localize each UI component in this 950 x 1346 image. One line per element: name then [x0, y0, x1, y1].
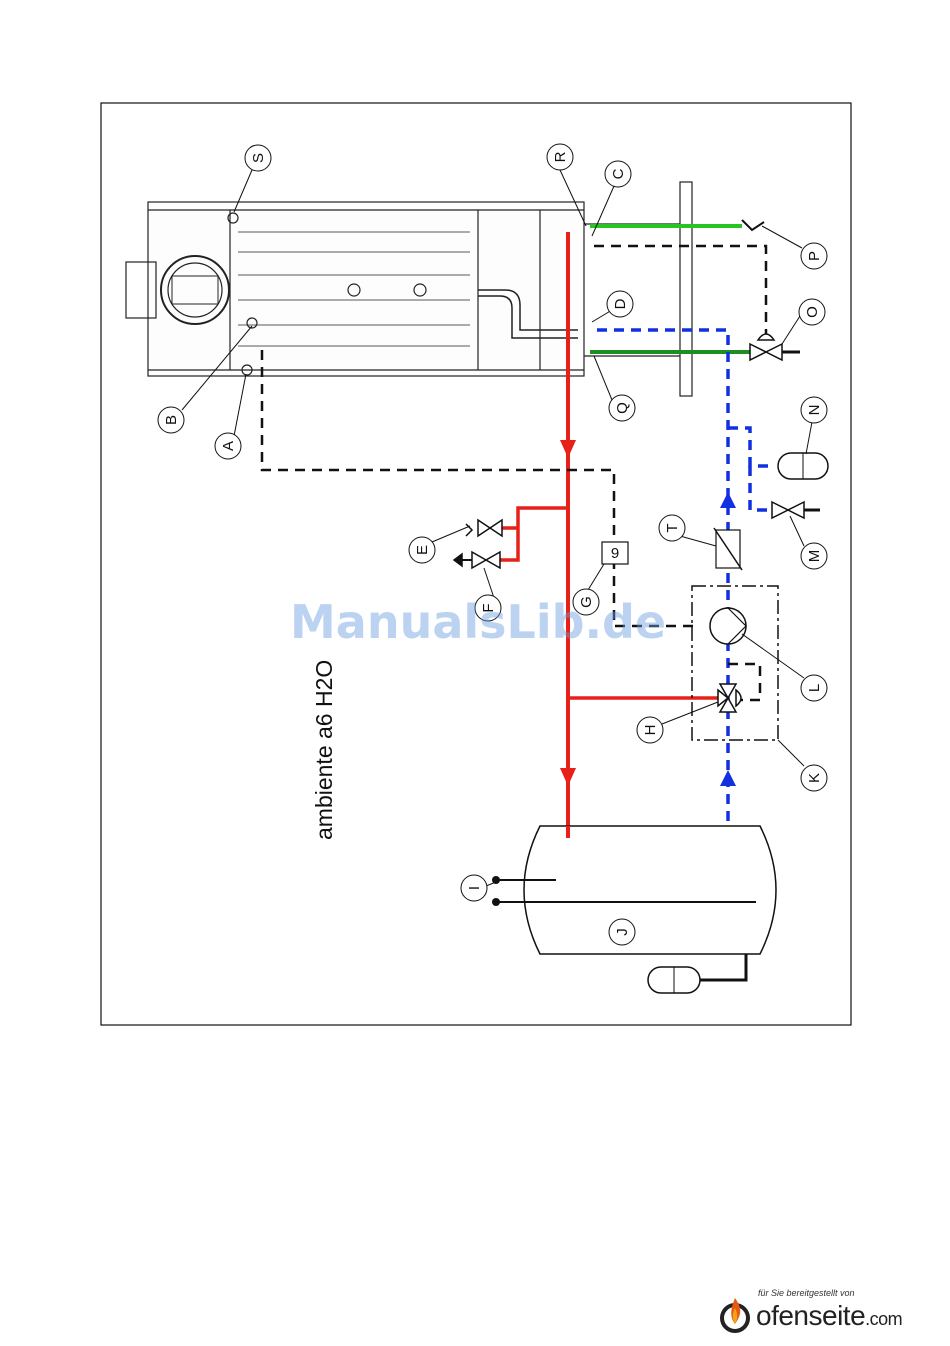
callout-k-label: K — [806, 773, 823, 783]
footer-brand-name: ofenseite.com — [756, 1300, 902, 1332]
storage-tank-j — [524, 826, 776, 954]
drain-p — [742, 220, 764, 230]
footer-brand-text: ofenseite — [756, 1300, 865, 1331]
callout-i: I — [461, 875, 487, 901]
callout-b-label: B — [163, 415, 180, 425]
footer-brand-block: für Sie bereitgestellt von ofenseite.com — [716, 1286, 944, 1334]
callout-r-label: R — [552, 151, 569, 162]
callout-k: K — [801, 765, 827, 791]
callout-j: J — [609, 919, 635, 945]
callout-p-label: P — [806, 251, 823, 261]
callout-h-label: H — [642, 725, 659, 736]
diagram-title: ambiente a6 H2O — [311, 660, 337, 840]
stove-body — [126, 182, 692, 396]
sensor-g-value: 9 — [611, 545, 619, 562]
footer-brand-domain: .com — [865, 1309, 902, 1329]
callout-m-label: M — [806, 550, 823, 563]
callout-b: B — [158, 407, 184, 433]
callout-o: O — [799, 299, 825, 325]
callout-s-label: S — [250, 153, 267, 163]
callout-c: C — [605, 161, 631, 187]
callout-h: H — [637, 717, 663, 743]
callout-n-label: N — [806, 405, 823, 416]
callout-m: M — [801, 543, 827, 569]
callout-q-label: Q — [614, 402, 631, 414]
valve-m — [772, 502, 820, 518]
callout-r: R — [547, 144, 573, 170]
callout-d-label: D — [612, 298, 629, 309]
callout-p: P — [801, 243, 827, 269]
callout-t-label: T — [664, 523, 681, 532]
flame-logo-icon — [718, 1294, 752, 1334]
safety-valve-e — [466, 520, 502, 536]
footer-tagline: für Sie bereitgestellt von — [758, 1288, 855, 1298]
callout-t: T — [659, 515, 685, 541]
callout-a: A — [215, 433, 241, 459]
callout-e: E — [409, 537, 435, 563]
callout-j-label: J — [614, 928, 631, 936]
callout-c-label: C — [610, 168, 627, 179]
watermark: ManualsLib.de — [290, 595, 666, 649]
valve-o — [750, 334, 800, 360]
safety-valve-f — [454, 552, 500, 568]
callout-o-label: O — [804, 306, 821, 318]
pump-l — [710, 608, 746, 644]
callout-q: Q — [609, 395, 635, 421]
callout-n: N — [801, 397, 827, 423]
callout-d: D — [607, 291, 633, 317]
callout-s: S — [245, 145, 271, 171]
callout-i-label: I — [466, 886, 483, 890]
callout-l: L — [801, 675, 827, 701]
callout-l-label: L — [806, 684, 823, 692]
callout-e-label: E — [414, 545, 431, 555]
callout-a-label: A — [220, 441, 237, 451]
